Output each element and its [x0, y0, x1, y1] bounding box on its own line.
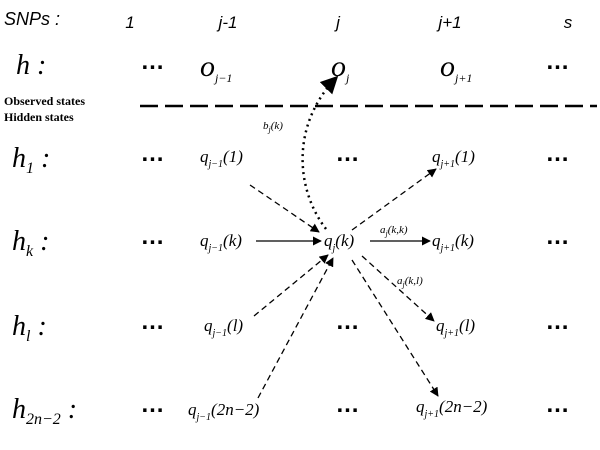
transition-label-k-l: aj(k,l): [397, 275, 423, 289]
state-q-next-k: qj+1(k): [432, 231, 474, 254]
hidden-row-2n-2-ellipsis-right: …: [545, 391, 571, 418]
observed-ellipsis-right: …: [545, 48, 571, 75]
arrow-from-q-prev-1: [249, 184, 320, 233]
hidden-row-1-ellipsis-left: …: [140, 140, 166, 167]
arrow-to-q-next-1: [351, 168, 437, 231]
snp-col-1: 1: [125, 13, 135, 32]
state-q-prev-1: qj−1(1): [200, 147, 243, 170]
hidden-row-l-ellipsis-right: …: [545, 308, 571, 335]
hidden-states-label: Hidden states: [4, 110, 74, 124]
state-q-prev-k: qj−1(k): [200, 231, 242, 254]
snp-col-j: j: [336, 13, 340, 32]
hidden-row-2n-2-ellipsis-mid: …: [335, 391, 361, 418]
hidden-row-2n-2-label: h2n−2 :: [12, 394, 78, 428]
observed-states-label: Observed states: [4, 94, 85, 108]
hidden-row-k-label: hk :: [12, 226, 50, 260]
state-q-next-l: qj+1(l): [436, 316, 476, 339]
hidden-row-k-ellipsis-right: …: [545, 223, 571, 250]
observed-o-next: oj+1: [440, 50, 473, 85]
snps-label: SNPs :: [4, 9, 61, 29]
snp-col-j-minus-1: j-1: [218, 13, 238, 32]
state-q-prev-l: qj−1(l): [204, 316, 244, 339]
arrow-from-q-prev-l: [253, 254, 329, 317]
hidden-row-2n-2-ellipsis-left: …: [140, 391, 166, 418]
hidden-row-l-ellipsis-mid: …: [335, 308, 361, 335]
observed-row-label: h :: [16, 50, 47, 81]
arrow-to-q-next-2n-2: [351, 259, 439, 397]
state-q-j-k: qj(k): [324, 231, 355, 254]
state-q-next-2n-2: qj+1(2n−2): [416, 397, 488, 420]
snp-col-j-plus-1: j+1: [438, 13, 462, 32]
state-q-prev-2n-2: qj−1(2n−2): [188, 400, 260, 423]
observed-o-prev: oj−1: [200, 50, 233, 85]
transition-label-k-k: aj(k,k): [380, 224, 408, 238]
hidden-row-k-ellipsis-left: …: [140, 223, 166, 250]
hidden-row-l-ellipsis-left: …: [140, 308, 166, 335]
emission-arrow: [301, 75, 339, 230]
snp-col-s: s: [563, 13, 573, 32]
hidden-row-1-ellipsis-mid: …: [335, 140, 361, 167]
state-q-next-1: qj+1(1): [432, 147, 475, 170]
arrow-from-q-prev-2n-2: [257, 257, 334, 399]
observed-o-j: oj: [331, 50, 350, 85]
arrow-to-q-next-l: [361, 255, 435, 322]
observed-ellipsis-left: …: [140, 48, 166, 75]
hidden-row-1-label: h1 :: [12, 143, 51, 177]
hidden-row-1-ellipsis-right: …: [545, 140, 571, 167]
emission-probability-label: bj(k): [263, 120, 283, 134]
hidden-row-l-label: hl :: [12, 311, 47, 345]
